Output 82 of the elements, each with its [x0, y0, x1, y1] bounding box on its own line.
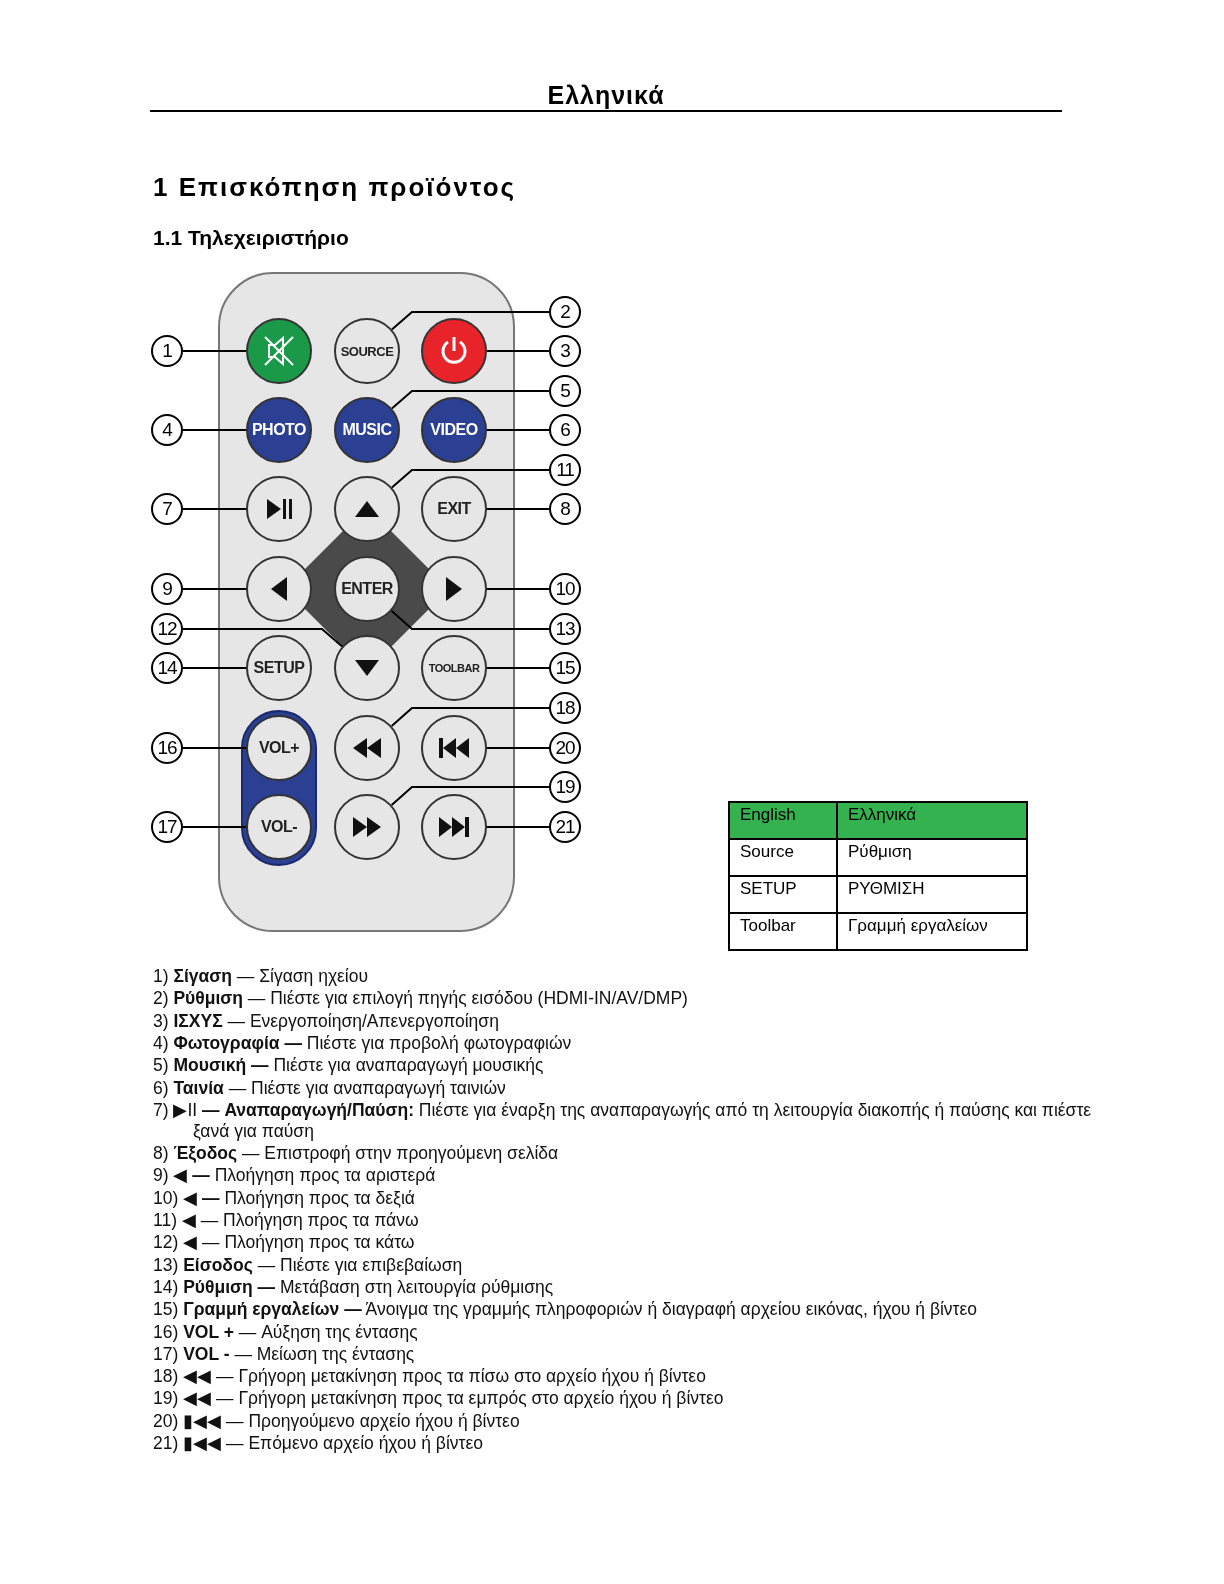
list-item: 9) ◀ — Πλοήγηση προς τα αριστερά — [153, 1165, 437, 1187]
list-item: 11) ◀ — Πλοήγηση προς τα πάνω — [153, 1210, 420, 1231]
list-item: 15) Γραμμή εργαλείων — Άνοιγμα της γραμμής πληροφοριών ή διαγραφή αρχείου εικόνας, ήχου ή βίντεο — [153, 1299, 979, 1321]
remote-button: SOURCE — [334, 318, 400, 384]
leader-line — [182, 350, 247, 352]
leader-line — [486, 826, 550, 828]
callout-number: 9 — [151, 573, 183, 605]
list-item: 5) Μουσική — Πιέστε για αναπαραγωγή μουσικής — [153, 1055, 545, 1077]
list-item: 14) Ρύθμιση — Μετάβαση στη λειτουργία ρύθμισης — [153, 1276, 555, 1298]
leader-line — [182, 588, 247, 590]
table-cell: Source — [729, 839, 837, 876]
leader-line — [390, 311, 550, 331]
callout-number: 6 — [549, 414, 581, 446]
callout-number: 11 — [549, 454, 581, 486]
list-item: 7) ▶II — Αναπαραγωγή/Παύση: Πιέστε για έναρξη της αναπαραγωγής από τη λειτουργία διακοπής ή παύσης και πιέστε ξανά για παύση — [153, 1099, 1093, 1142]
callout-number: 3 — [549, 335, 581, 367]
list-item: 17) VOL - — Μείωση της έντασης — [153, 1343, 416, 1365]
table-cell: Toolbar — [729, 913, 837, 950]
list-item: 19) ◀◀ — Γρήγορη μετακίνηση προς τα εμπρός στο αρχείο ήχου ή βίντεο — [153, 1388, 725, 1410]
leader-line — [390, 609, 550, 630]
callout-number: 8 — [549, 493, 581, 525]
list-item: 16) VOL + — Αύξηση της έντασης — [153, 1321, 419, 1343]
table-cell: Ρύθμιση — [837, 839, 1027, 876]
list-item: 13) Είσοδος — Πιέστε για επιβεβαίωση — [153, 1254, 464, 1276]
remote-button: PHOTO — [246, 397, 312, 463]
remote-button: EXIT — [421, 476, 487, 542]
list-item: 6) Ταινία — Πιέστε για αναπαραγωγή ταινιών — [153, 1077, 507, 1099]
table-cell: SETUP — [729, 876, 837, 913]
remote-button: TOOLBAR — [421, 635, 487, 701]
callout-number: 14 — [151, 652, 183, 684]
remote-button: SETUP — [246, 635, 312, 701]
table-cell: ΡΥΘΜΙΣΗ — [837, 876, 1027, 913]
leader-line — [182, 508, 247, 510]
section-heading: 1 Επισκόπηση προϊόντος — [153, 172, 517, 203]
list-item: 2) Ρύθμιση — Πιέστε για επιλογή πηγής εισόδου (HDMI-IN/AV/DMP) — [153, 988, 689, 1010]
callout-number: 21 — [549, 811, 581, 843]
list-item: 21) ▮◀◀ — Επόμενο αρχείο ήχου ή βίντεο — [153, 1433, 484, 1454]
leader-line — [390, 707, 550, 728]
leader-line — [390, 390, 550, 410]
subsection-heading: 1.1 Τηλεχειριστήριο — [153, 226, 349, 250]
callout-number: 5 — [549, 375, 581, 407]
callout-number: 16 — [151, 732, 183, 764]
list-item: 3) ΙΣΧΥΣ — Ενεργοποίηση/Απενεργοποίηση — [153, 1010, 500, 1032]
leader-line — [486, 588, 550, 590]
list-item: 12) ◀ — Πλοήγηση προς τα κάτω — [153, 1232, 416, 1254]
callout-number: 17 — [151, 811, 183, 843]
table-header-cell: Ελληνικά — [837, 802, 1027, 839]
leader-line — [486, 667, 550, 669]
leader-line — [182, 826, 247, 828]
list-item: 20) ▮◀◀ — Προηγούμενο αρχείο ήχου ή βίντεο — [153, 1410, 521, 1432]
callout-number: 18 — [549, 692, 581, 724]
leader-line — [486, 508, 550, 510]
remote-button — [334, 476, 400, 542]
callout-number: 20 — [549, 732, 581, 764]
list-item: 4) Φωτογραφία — Πιέστε για προβολή φωτογραφιών — [153, 1032, 573, 1054]
leader-line — [182, 747, 247, 749]
callout-number: 7 — [151, 493, 183, 525]
list-item: 1) Σίγαση — Σίγαση ηχείου — [153, 966, 370, 987]
leader-line — [486, 350, 550, 352]
leader-line — [486, 747, 550, 749]
callout-number: 1 — [151, 335, 183, 367]
table-cell: Γραμμή εργαλείων — [837, 913, 1027, 950]
table-header-cell: English — [729, 802, 837, 839]
list-item: 10) ◀ — Πλοήγηση προς τα δεξιά — [153, 1187, 416, 1209]
remote-button: VIDEO — [421, 397, 487, 463]
callout-number: 15 — [549, 652, 581, 684]
callout-number: 19 — [549, 771, 581, 803]
leader-line — [486, 429, 550, 431]
leader-line — [390, 786, 550, 807]
list-item: 18) ◀◀ — Γρήγορη μετακίνηση προς τα πίσω στο αρχείο ήχου ή βίντεο — [153, 1366, 707, 1388]
leader-line — [182, 429, 247, 431]
callout-number: 10 — [549, 573, 581, 605]
callout-number: 13 — [549, 613, 581, 645]
leader-line — [390, 469, 550, 489]
leader-line — [182, 667, 247, 669]
page-header: Ελληνικά — [150, 80, 1062, 112]
remote-control-body — [218, 272, 515, 932]
remote-button: MUSIC — [334, 397, 400, 463]
callout-number: 4 — [151, 414, 183, 446]
callout-number: 2 — [549, 296, 581, 328]
list-item: 8) Έξοδος — Επιστροφή στην προηγούμενη σελίδα — [153, 1143, 560, 1165]
callout-number: 12 — [151, 613, 183, 645]
